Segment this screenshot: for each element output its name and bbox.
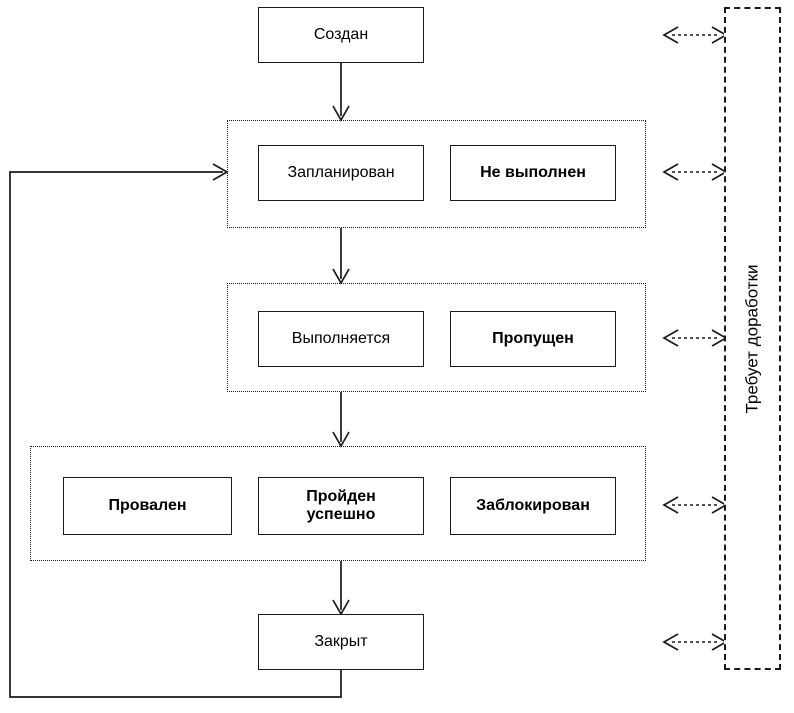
state-node-closed[interactable]: Закрыт <box>258 614 424 670</box>
rework-arrow-created <box>662 26 728 44</box>
rework-panel-label-wrapper: Требует доработки <box>726 9 779 668</box>
state-node-skipped[interactable]: Пропущен <box>450 311 616 367</box>
state-node-planned[interactable]: Запланирован <box>258 145 424 201</box>
rework-panel[interactable]: Требует доработки <box>724 7 781 670</box>
state-node-passed[interactable]: Пройден успешно <box>258 477 424 535</box>
state-node-in-progress[interactable]: Выполняется <box>258 311 424 367</box>
arrow-results-to-closed <box>332 561 350 616</box>
group-box-progress <box>227 283 646 392</box>
rework-arrow-progress <box>662 329 728 347</box>
state-node-blocked[interactable]: Заблокирован <box>450 477 616 535</box>
arrow-progress-to-results <box>332 392 350 448</box>
group-box-planned <box>227 120 646 228</box>
rework-panel-label: Требует доработки <box>742 263 762 414</box>
rework-arrow-planned <box>662 163 728 181</box>
state-node-failed[interactable]: Провален <box>63 477 232 535</box>
state-node-not-executed[interactable]: Не выполнен <box>450 145 616 201</box>
arrow-planned-to-progress <box>332 228 350 285</box>
arrow-created-to-planned <box>332 63 350 122</box>
rework-arrow-closed <box>662 633 728 651</box>
rework-arrow-results <box>662 496 728 514</box>
group-box-results <box>30 446 646 561</box>
state-node-created[interactable]: Создан <box>258 7 424 63</box>
